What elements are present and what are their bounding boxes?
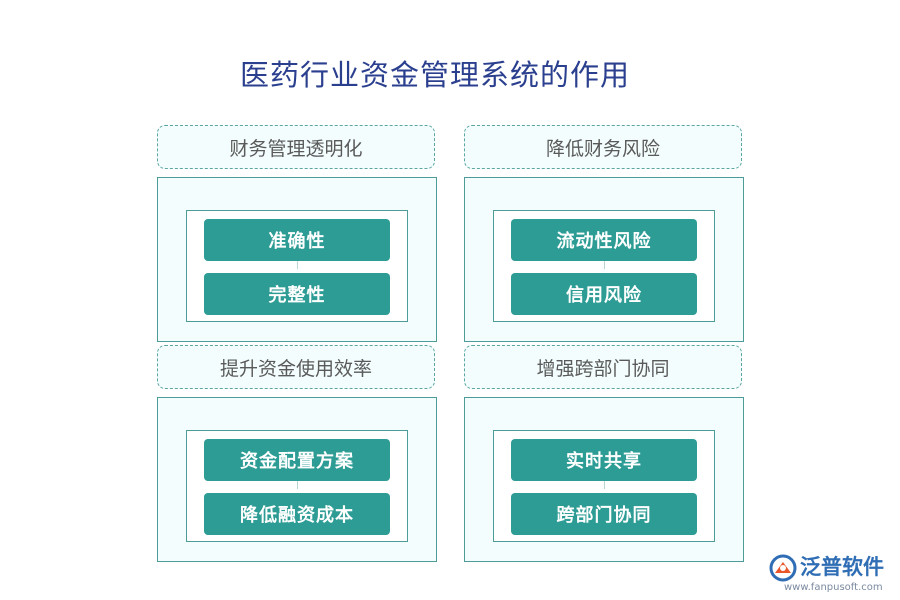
item-box: 准确性 — [204, 219, 390, 261]
fanpu-logo-icon — [769, 554, 797, 582]
category-inner-box: 实时共享 跨部门协同 — [493, 430, 715, 542]
category-panel-transparency: 准确性 完整性 — [157, 177, 437, 342]
category-inner-box: 流动性风险 信用风险 — [493, 210, 715, 322]
category-label-efficiency: 提升资金使用效率 — [157, 345, 435, 389]
item-box: 流动性风险 — [511, 219, 697, 261]
category-inner-box: 准确性 完整性 — [186, 210, 408, 322]
category-panel-efficiency: 资金配置方案 降低融资成本 — [157, 397, 437, 562]
item-box: 降低融资成本 — [204, 493, 390, 535]
connector-line — [297, 257, 298, 269]
item-box: 实时共享 — [511, 439, 697, 481]
item-box: 完整性 — [204, 273, 390, 315]
category-inner-box: 资金配置方案 降低融资成本 — [186, 430, 408, 542]
connector-line — [297, 477, 298, 489]
logo-url: www.fanpusoft.com — [784, 582, 883, 593]
page-title: 医药行业资金管理系统的作用 — [239, 58, 630, 92]
category-label-collaboration: 增强跨部门协同 — [464, 345, 742, 389]
category-label-transparency: 财务管理透明化 — [157, 125, 435, 169]
item-box: 跨部门协同 — [511, 493, 697, 535]
connector-line — [604, 477, 605, 489]
item-box: 信用风险 — [511, 273, 697, 315]
category-label-risk: 降低财务风险 — [464, 125, 742, 169]
category-panel-risk: 流动性风险 信用风险 — [464, 177, 744, 342]
logo-name: 泛普软件 — [800, 555, 884, 579]
category-panel-collaboration: 实时共享 跨部门协同 — [464, 397, 744, 562]
brand-logo: 泛普软件 www.fanpusoft.com — [768, 551, 894, 595]
connector-line — [604, 257, 605, 269]
item-box: 资金配置方案 — [204, 439, 390, 481]
